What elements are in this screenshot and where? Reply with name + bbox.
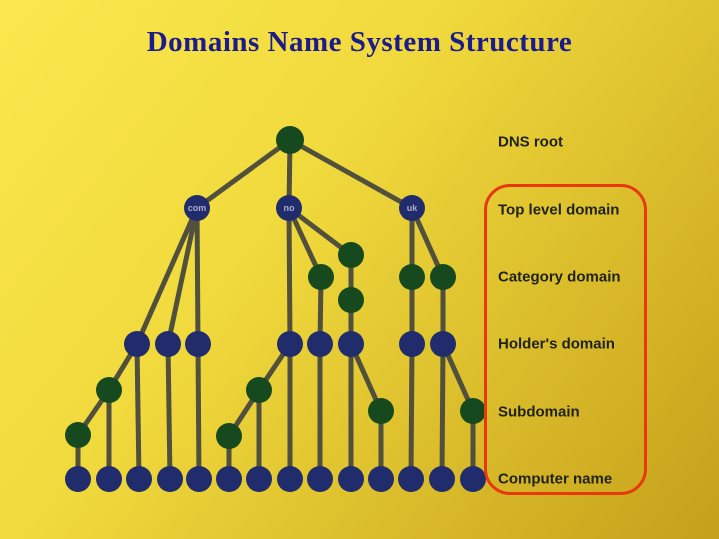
tree-edge-holder-2-pc-4 bbox=[165, 341, 173, 482]
tree-node-pc-10 bbox=[338, 466, 364, 492]
tree-node-holder-6 bbox=[338, 331, 364, 357]
tree-node-cat-2a bbox=[338, 242, 364, 268]
tree-node-holder-5 bbox=[307, 331, 333, 357]
slide-title: Domains Name System Structure bbox=[146, 26, 573, 58]
tree-node-pc-2 bbox=[96, 466, 122, 492]
tree-node-holder-1 bbox=[124, 331, 150, 357]
tree-node-pc-3 bbox=[126, 466, 152, 492]
tree-node-pc-14 bbox=[460, 466, 486, 492]
tree-node-holder-2 bbox=[155, 331, 181, 357]
legend-label-dns-root: DNS root bbox=[498, 133, 563, 151]
tree-node-holder-7 bbox=[399, 331, 425, 357]
tld-label-com: com bbox=[188, 203, 207, 213]
tree-node-pc-4 bbox=[157, 466, 183, 492]
tree-node-cat-1 bbox=[308, 264, 334, 290]
tree-node-holder-8 bbox=[430, 331, 456, 357]
legend-label-category-domain: Category domain bbox=[498, 268, 621, 286]
tree-node-sub-3 bbox=[246, 377, 272, 403]
tree-edge-tld-com-holder-1 bbox=[134, 205, 200, 347]
tree-edge-holder-1-pc-3 bbox=[134, 341, 142, 482]
tree-node-cat-4 bbox=[430, 264, 456, 290]
tree-node-pc-11 bbox=[368, 466, 394, 492]
tree-node-pc-12 bbox=[398, 466, 424, 492]
tree-node-pc-5 bbox=[186, 466, 212, 492]
tree-node-tld-no bbox=[276, 195, 302, 221]
tree-node-sub-6 bbox=[460, 398, 486, 424]
tree-node-pc-9 bbox=[307, 466, 333, 492]
tree-edge-tld-com-holder-2 bbox=[165, 205, 200, 347]
tree-node-sub-1 bbox=[96, 377, 122, 403]
tree-node-tld-com bbox=[184, 195, 210, 221]
legend-label-holders-domain: Holder's domain bbox=[498, 335, 615, 353]
tree-node-pc-8 bbox=[277, 466, 303, 492]
tld-label-uk: uk bbox=[407, 203, 418, 213]
legend-label-computer-name: Computer name bbox=[498, 470, 613, 488]
tree-node-sub-5 bbox=[368, 398, 394, 424]
tree-node-pc-6 bbox=[216, 466, 242, 492]
tree-edge-holder-3-pc-5 bbox=[195, 341, 202, 482]
tree-node-root bbox=[276, 126, 304, 154]
legend-label-subdomain: Subdomain bbox=[498, 403, 580, 421]
tld-label-no: no bbox=[284, 203, 295, 213]
legend-label-top-level-domain: Top level domain bbox=[498, 201, 620, 219]
tree-edge-holder-7-pc-12 bbox=[408, 341, 415, 482]
tree-edge-root-tld-com bbox=[194, 137, 293, 211]
tree-edge-tld-no-holder-4 bbox=[286, 205, 293, 347]
tree-node-holder-4 bbox=[277, 331, 303, 357]
tree-node-pc-13 bbox=[429, 466, 455, 492]
tree-edge-tld-com-holder-3 bbox=[194, 205, 201, 347]
tree-node-holder-3 bbox=[185, 331, 211, 357]
tree-edge-holder-8-pc-13 bbox=[439, 341, 446, 482]
tree-node-cat-3 bbox=[399, 264, 425, 290]
highlight-box bbox=[484, 184, 647, 495]
tree-node-sub-2 bbox=[65, 422, 91, 448]
tree-edge-root-tld-uk bbox=[287, 137, 415, 211]
tree-node-pc-7 bbox=[246, 466, 272, 492]
tree-node-cat-2b bbox=[338, 287, 364, 313]
tree-node-sub-4 bbox=[216, 423, 242, 449]
tree-node-tld-uk bbox=[399, 195, 425, 221]
tree-node-pc-1 bbox=[65, 466, 91, 492]
